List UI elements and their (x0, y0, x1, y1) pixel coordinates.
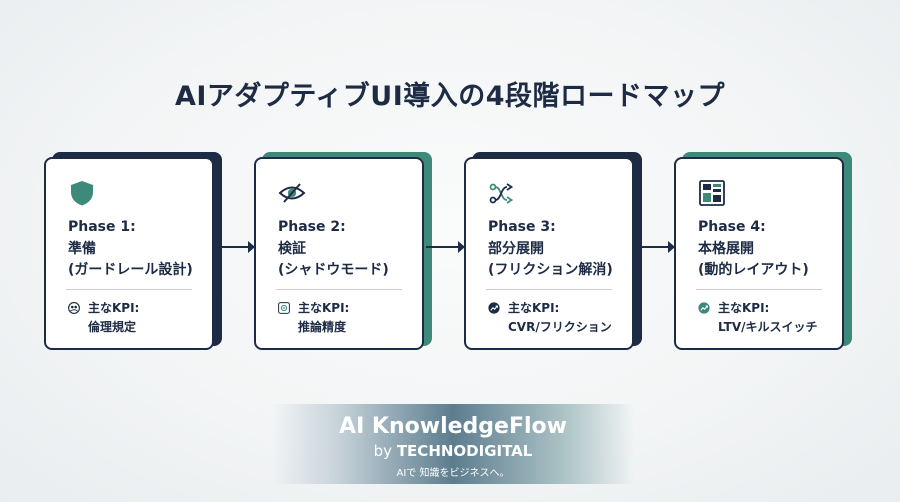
kpi-value: CVR/フリクション (508, 320, 612, 334)
kpi-label: 主なKPI: (718, 301, 770, 315)
kpi-label: 主なKPI: (298, 301, 350, 315)
brand-tagline: AIで 知識をビジネスへ。 (396, 468, 510, 479)
kpi-value: 倫理規定 (88, 320, 137, 334)
phase-card-2: Phase 2: 検証 (シャドウモード) 主なKPI: 推論精度 (254, 152, 432, 352)
phase-name-line2: (フリクション解消) (488, 262, 613, 278)
phase-name-line1: 準備 (68, 241, 96, 257)
brand-company: TECHNODIGITAL (396, 442, 533, 460)
divider (276, 289, 402, 290)
card-body: Phase 3: 部分展開 (フリクション解消) 主なKPI: CVR/フリクシ… (464, 157, 634, 350)
phase-label: Phase 1: (68, 219, 136, 235)
arrow-right-icon (426, 241, 465, 253)
phase-name-line1: 本格展開 (698, 241, 754, 257)
phase-name-line2: (シャドウモード) (278, 262, 389, 278)
page-title: AIアダプティブUI導入の4段階ロードマップ (174, 81, 726, 112)
phase-name: 準備 (ガードレール設計) (68, 239, 193, 281)
target-icon (278, 302, 290, 314)
phase-name-line2: (動的レイアウト) (698, 262, 809, 278)
trend-up-icon (488, 302, 500, 314)
kpi-label: 主なKPI: (508, 301, 560, 315)
arrow-right-icon (216, 241, 255, 253)
card-body: Phase 2: 検証 (シャドウモード) 主なKPI: 推論精度 (254, 157, 424, 350)
brand-by: by (373, 442, 393, 460)
phase-card-4: Phase 4: 本格展開 (動的レイアウト) 主なKPI: LTV/キルスイッ… (674, 152, 852, 352)
eye-slash-icon (278, 183, 306, 203)
footer-brand-banner: AI KnowledgeFlow by TECHNODIGITAL AIで 知識… (272, 404, 634, 484)
phase-label: Phase 4: (698, 219, 766, 235)
kpi-value: 推論精度 (298, 320, 347, 334)
phase-name: 検証 (シャドウモード) (278, 239, 389, 281)
flow-icon (489, 183, 514, 204)
kpi-value: LTV/キルスイッチ (718, 320, 818, 334)
phase-name-line1: 部分展開 (488, 241, 544, 257)
phase-label: Phase 3: (488, 219, 556, 235)
phase-label: Phase 2: (278, 219, 346, 235)
brand-name: AI KnowledgeFlow (339, 414, 567, 439)
phase-name-line2: (ガードレール設計) (68, 262, 193, 278)
shield-icon (71, 181, 93, 206)
phase-name-line1: 検証 (278, 241, 306, 257)
divider (696, 289, 822, 290)
card-body: Phase 1: 準備 (ガードレール設計) 主なKPI: 倫理規定 (44, 157, 214, 350)
trend-up-icon (698, 302, 710, 314)
phase-name: 本格展開 (動的レイアウト) (698, 239, 809, 281)
divider (486, 289, 612, 290)
phase-name: 部分展開 (フリクション解消) (488, 239, 613, 281)
phase-card-1: Phase 1: 準備 (ガードレール設計) 主なKPI: 倫理規定 (44, 152, 222, 352)
card-body: Phase 4: 本格展開 (動的レイアウト) 主なKPI: LTV/キルスイッ… (674, 157, 844, 350)
phase-card-3: Phase 3: 部分展開 (フリクション解消) 主なKPI: CVR/フリクシ… (464, 152, 642, 352)
divider (66, 289, 192, 290)
people-icon (68, 302, 80, 314)
arrow-right-icon (636, 241, 675, 253)
kpi-label: 主なKPI: (88, 301, 140, 315)
layout-icon (699, 180, 725, 206)
brand-company-line: by TECHNODIGITAL (272, 442, 634, 460)
